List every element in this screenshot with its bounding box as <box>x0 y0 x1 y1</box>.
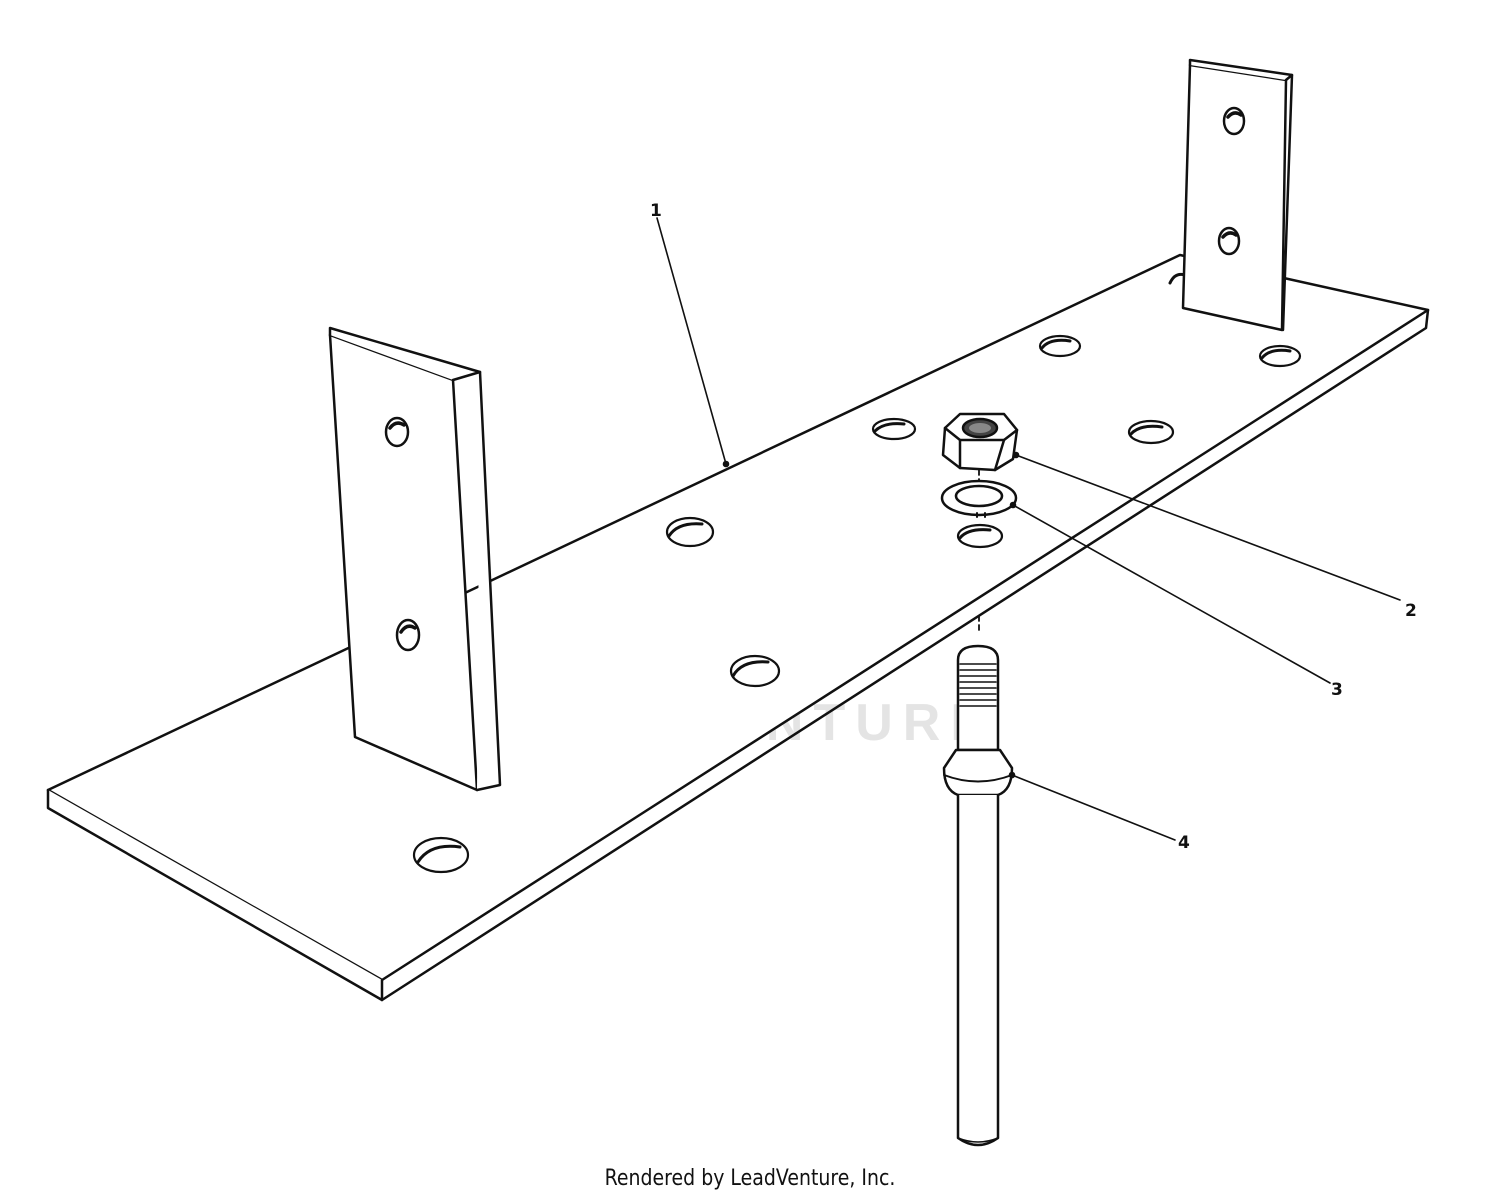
callout-1: 1 <box>650 201 662 221</box>
base-plate <box>46 253 1430 1002</box>
right-upright-bracket <box>1181 58 1294 332</box>
hex-nut <box>941 412 1019 472</box>
lock-washer <box>940 479 1018 518</box>
callout-3: 3 <box>1331 680 1343 700</box>
callout-4: 4 <box>1178 833 1190 853</box>
callout-2: 2 <box>1405 601 1417 621</box>
threaded-pin <box>942 644 1014 1147</box>
left-upright-bracket <box>328 326 502 792</box>
footer-credit: Rendered by LeadVenture, Inc. <box>604 1166 896 1191</box>
plate-holes <box>412 272 1302 874</box>
leader-lines <box>656 217 1401 841</box>
